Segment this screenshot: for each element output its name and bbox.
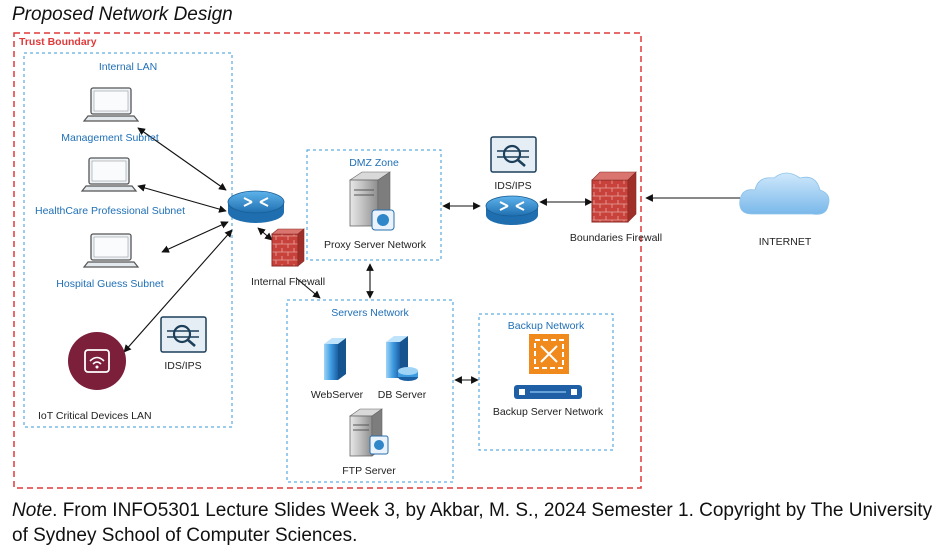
note-lead: Note	[12, 500, 53, 521]
servers-label: Servers Network	[331, 307, 409, 319]
boundary-firewall-label: Boundaries Firewall	[570, 232, 662, 244]
dbserver-label: DB Server	[378, 389, 427, 401]
network-diagram: Trust Boundary Internal LAN DMZ Zone Ser…	[13, 32, 830, 489]
internal-lan-group	[23, 52, 233, 428]
hospital-subnet-label: Hospital Guess Subnet	[56, 278, 163, 290]
link-firewall-servers	[295, 277, 321, 299]
cloud-icon	[739, 172, 830, 215]
note-text: . From INFO5301 Lecture Slides Week 3, b…	[12, 500, 933, 546]
trust-boundary-label: Trust Boundary	[19, 36, 97, 48]
ids-edge-label: IDS/IPS	[494, 180, 531, 192]
trust-boundary	[13, 32, 642, 489]
figure-note: Note. From INFO5301 Lecture Slides Week …	[12, 498, 937, 548]
router-icon	[485, 195, 539, 225]
link-router-firewall	[257, 227, 273, 241]
internal-lan-label: Internal LAN	[99, 61, 157, 73]
ftp-server-icon	[349, 408, 389, 457]
proxy-server-icon	[349, 171, 395, 231]
iot-wifi-icon	[68, 332, 126, 390]
laptop-icon	[82, 87, 140, 122]
ids-ips-icon	[490, 136, 537, 173]
ids-lan-label: IDS/IPS	[164, 360, 201, 372]
internal-firewall-label: Internal Firewall	[251, 276, 325, 288]
web-server-icon	[324, 338, 346, 380]
db-server-icon	[386, 336, 418, 381]
link-iot-router	[123, 229, 233, 353]
internal-firewall-icon	[271, 228, 305, 267]
backup-server-label: Backup Server Network	[493, 406, 604, 418]
laptop-icon	[80, 157, 138, 192]
link-healthcare-router	[137, 184, 227, 213]
link-management-router	[137, 127, 227, 191]
backup-label: Backup Network	[508, 320, 585, 332]
backup-group	[478, 313, 614, 451]
link-hospital-router	[161, 221, 229, 253]
dmz-label: DMZ Zone	[349, 157, 399, 169]
webserver-label: WebServer	[311, 389, 364, 401]
dmz-group	[306, 149, 442, 261]
internet-label: INTERNET	[759, 236, 812, 248]
backup-icon	[529, 334, 569, 374]
router-icon	[227, 190, 285, 223]
ids-ips-icon	[160, 316, 207, 353]
iot-lan-label: IoT Critical Devices LAN	[38, 410, 152, 422]
laptop-icon	[82, 233, 140, 268]
ftpserver-label: FTP Server	[342, 465, 396, 477]
diagram-title: Proposed Network Design	[12, 4, 233, 25]
healthcare-subnet-label: HealthCare Professional Subnet	[35, 205, 185, 217]
management-subnet-label: Management Subnet	[61, 132, 159, 144]
boundary-firewall-icon	[591, 171, 637, 223]
backup-server-appliance-icon	[514, 385, 582, 399]
proxy-server-label: Proxy Server Network	[324, 239, 427, 251]
